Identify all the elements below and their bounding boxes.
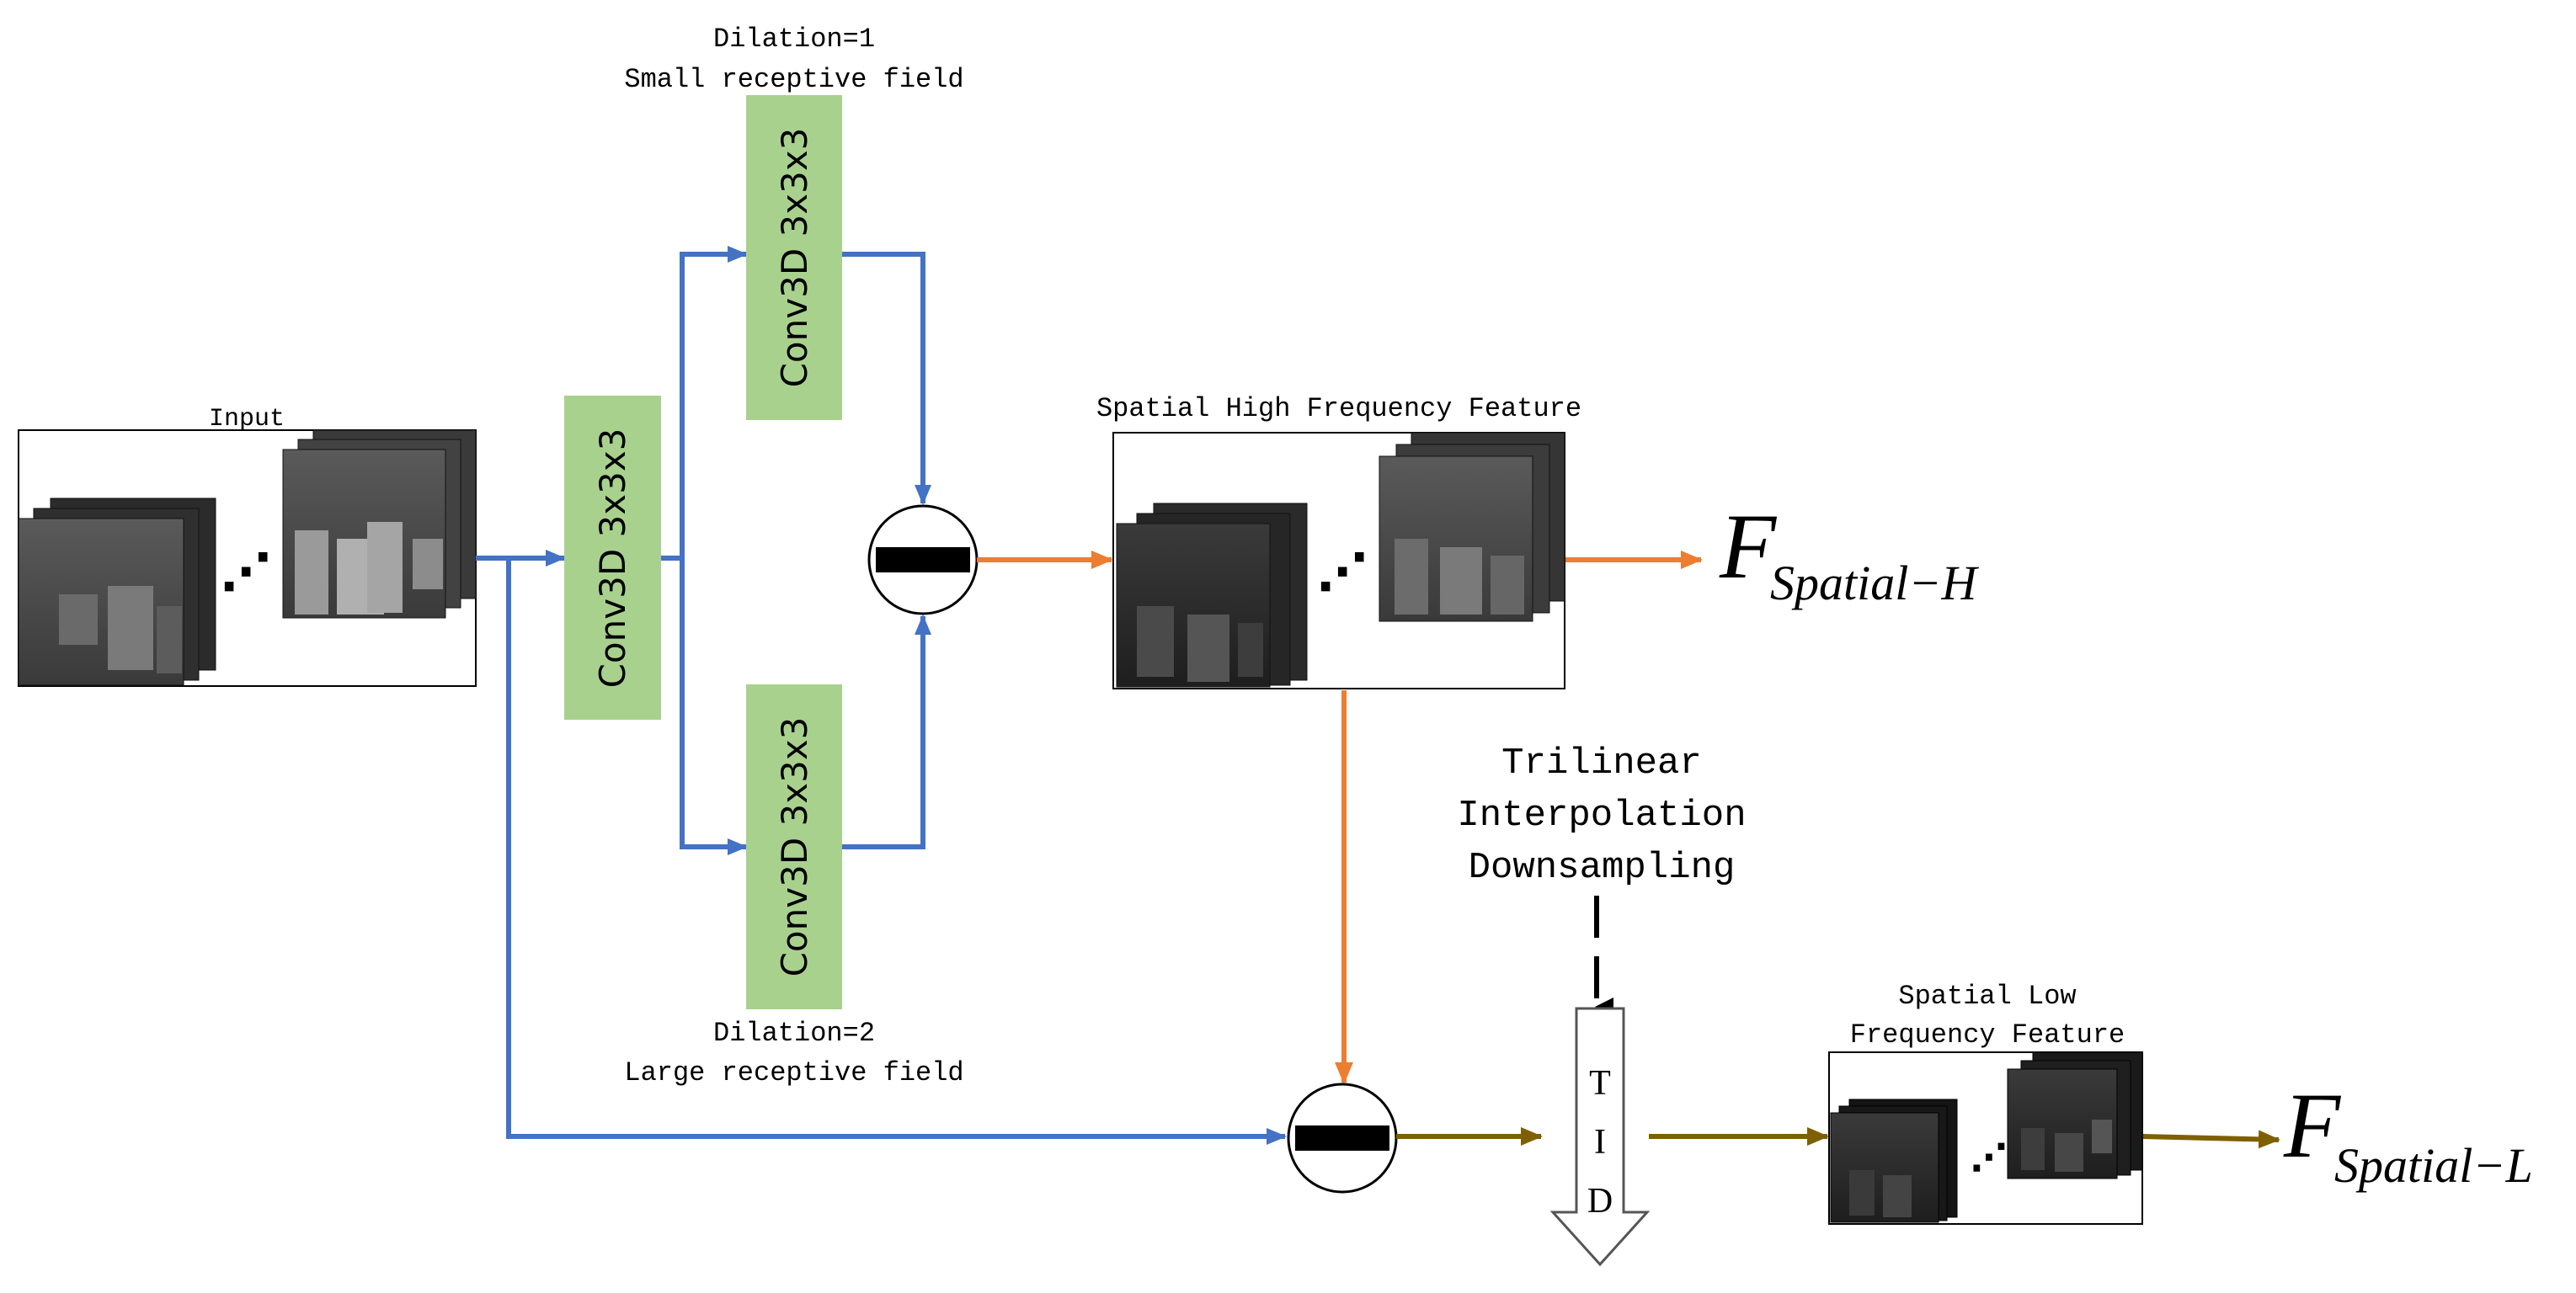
subtract-node-high (867, 504, 979, 615)
blue-arrows (476, 246, 1287, 1145)
input-label: Input (209, 405, 285, 434)
conv-top-block: Conv3D 3x3x3 (746, 95, 842, 420)
input-right-stack (282, 429, 477, 619)
high-right-stack (1379, 432, 1565, 622)
low-left-stack (1830, 1099, 1958, 1223)
output-high-symbol: F (1719, 495, 1778, 598)
conv-main-block: Conv3D 3x3x3 (564, 396, 661, 720)
output-high-subscript: Spatial−H (1770, 556, 1979, 610)
dilation2-subcaption: Large receptive field (624, 1057, 963, 1088)
tid-caption-line2: Interpolation (1457, 795, 1746, 837)
output-low-symbol: F (2283, 1074, 2342, 1177)
conv-top-label: Conv3D 3x3x3 (774, 128, 815, 388)
high-ellipsis: ⋰ (1317, 543, 1368, 602)
minus-icon (876, 547, 970, 572)
dilation1-caption: Dilation=1 (713, 24, 875, 55)
high-feature-title: Spatial High Frequency Feature (1096, 393, 1581, 424)
low-ellipsis: ⋰ (1971, 1136, 2008, 1179)
minus-icon (1295, 1125, 1389, 1151)
olive-arrows (1396, 1127, 2280, 1149)
conv-bottom-block: Conv3D 3x3x3 (746, 684, 842, 1009)
tid-block: T I D (1549, 1007, 1651, 1267)
output-low-subscript: Spatial−L (2334, 1138, 2533, 1193)
tid-letter-d: D (1587, 1182, 1613, 1221)
input-ellipsis: ⋰ (221, 543, 271, 602)
dilation2-caption: Dilation=2 (713, 1018, 875, 1049)
input-left-stack (18, 498, 216, 686)
low-feature-title-line1: Spatial Low (1898, 981, 2076, 1012)
conv-main-label: Conv3D 3x3x3 (592, 428, 633, 689)
dilation1-subcaption: Small receptive field (624, 64, 963, 95)
tid-caption-line3: Downsampling (1469, 847, 1736, 889)
subtract-node-low (1287, 1083, 1398, 1194)
tid-letter-t: T (1589, 1064, 1611, 1103)
low-feature-title-line2: Frequency Feature (1850, 1019, 2125, 1051)
orange-arrows (977, 551, 1703, 1084)
conv-bottom-label: Conv3D 3x3x3 (774, 717, 815, 977)
high-left-stack (1116, 503, 1308, 688)
tid-caption-line1: Trilinear (1501, 742, 1702, 785)
tid-letter-i: I (1594, 1123, 1606, 1162)
low-right-stack (2007, 1051, 2143, 1179)
